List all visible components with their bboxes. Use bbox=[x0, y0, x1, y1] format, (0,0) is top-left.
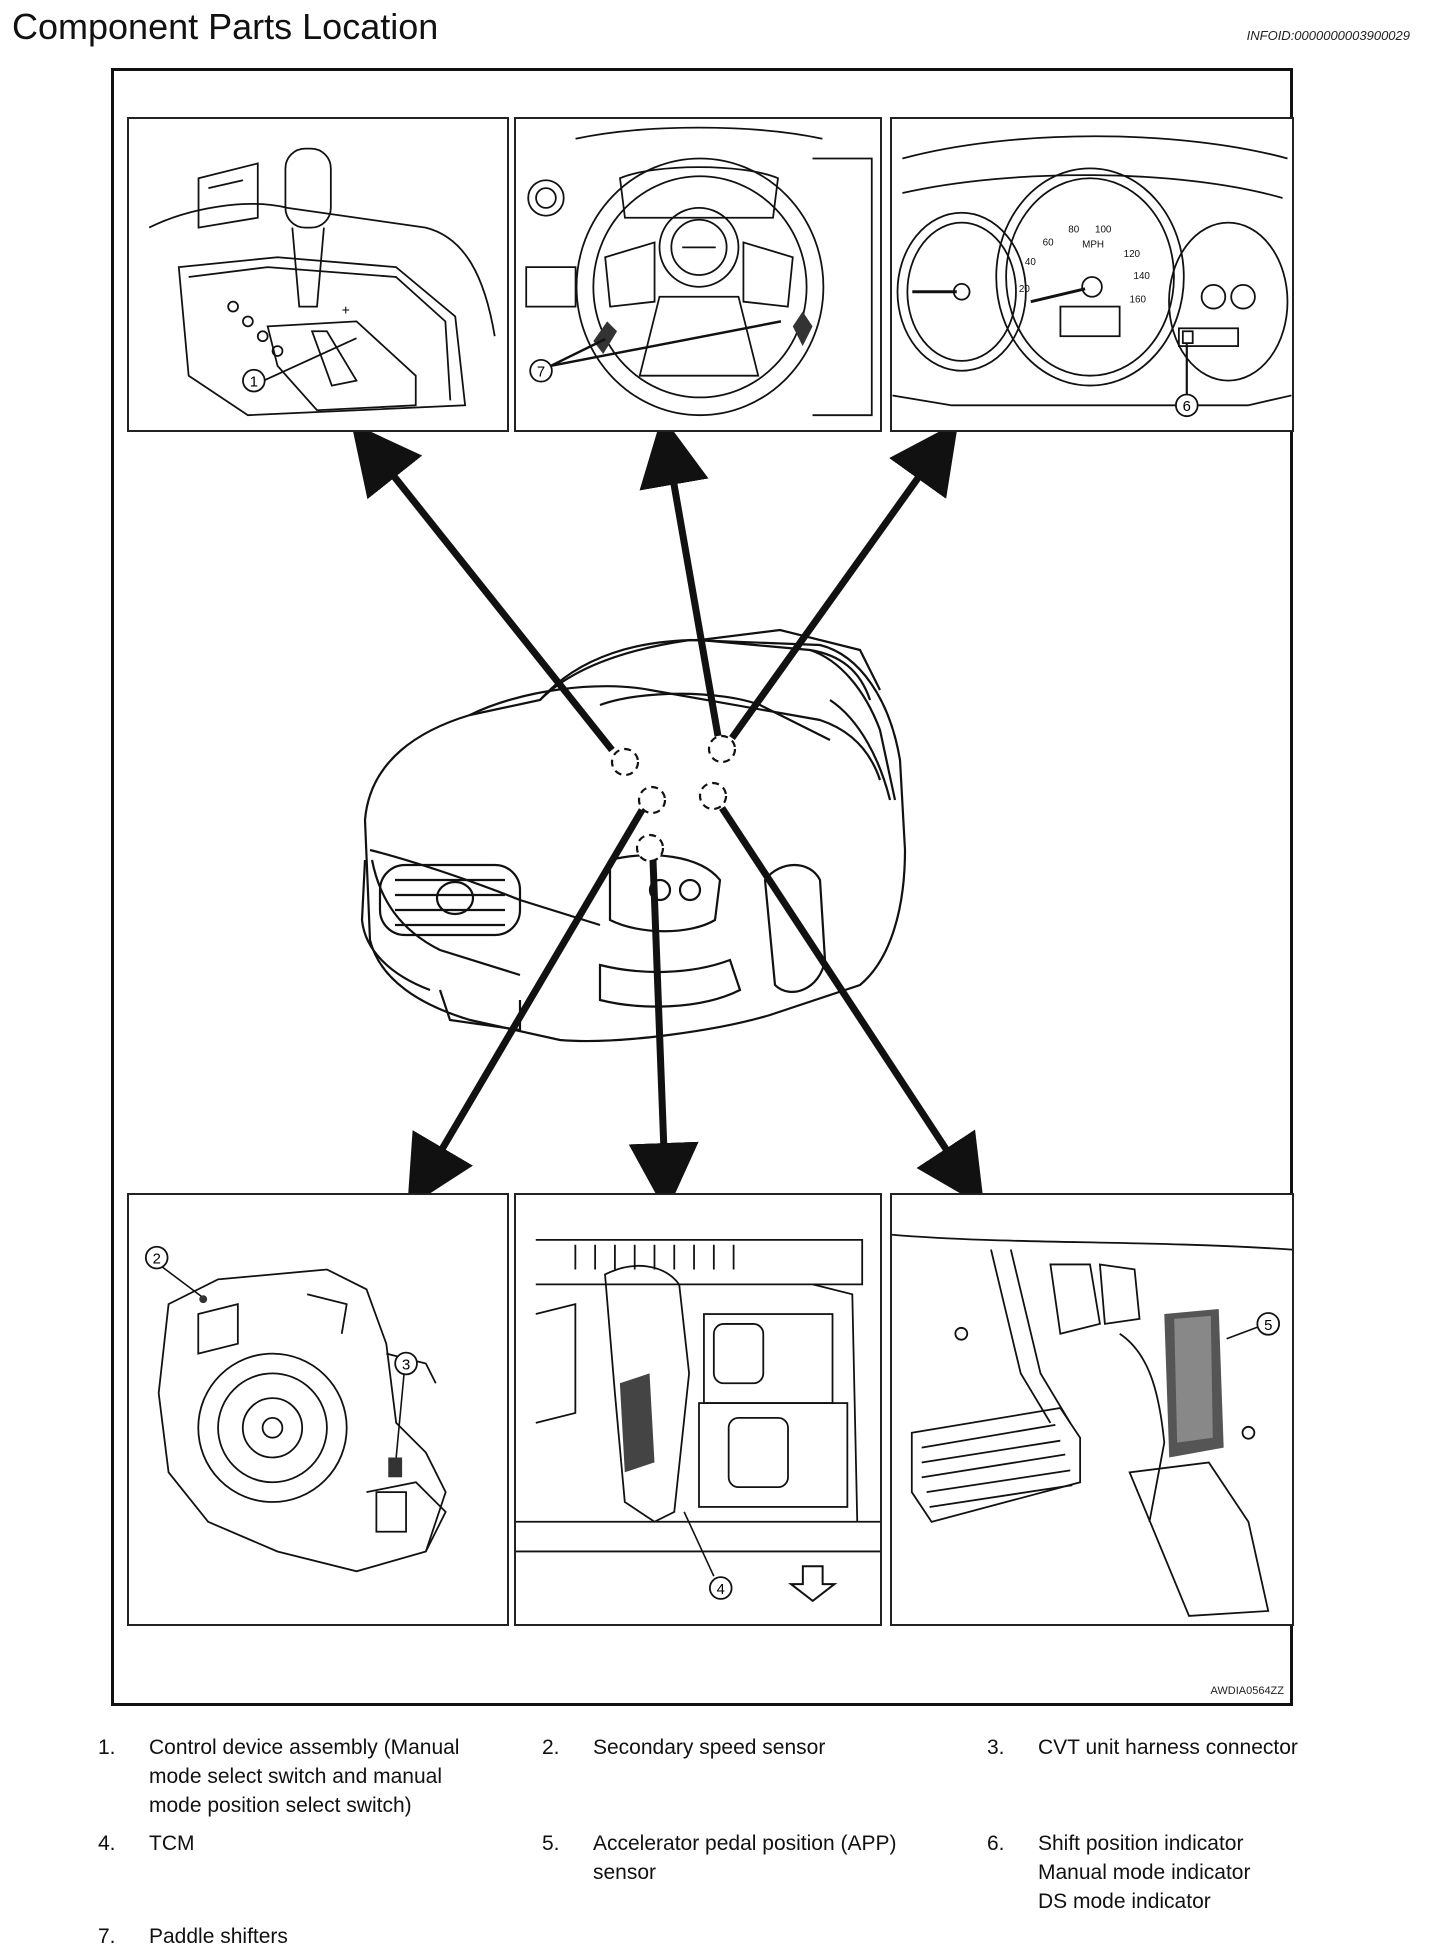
legend-text: CVT unit harness connector bbox=[1038, 1733, 1298, 1762]
arrow-to-tcm-panel bbox=[628, 859, 699, 1213]
legend-line: mode position select switch) bbox=[149, 1794, 412, 1817]
legend-item-3: 3. CVT unit harness connector bbox=[987, 1733, 1407, 1763]
legend-number: 1. bbox=[98, 1736, 116, 1759]
panel-control-device: + 1 bbox=[127, 117, 509, 432]
speed-unit: MPH bbox=[1082, 239, 1104, 250]
arrow-to-meter-panel bbox=[729, 421, 959, 741]
legend-number: 3. bbox=[987, 1736, 1005, 1759]
legend-line: CVT unit harness connector bbox=[1038, 1736, 1298, 1759]
callout-7: 7 bbox=[537, 365, 545, 381]
pedal-illustration: 5 bbox=[892, 1233, 1292, 1617]
legend-item-5: 5. Accelerator pedal position (APP) sens… bbox=[542, 1829, 962, 1889]
callout-3: 3 bbox=[402, 1357, 410, 1373]
legend-item-6: 6. Shift position indicator Manual mode … bbox=[987, 1829, 1407, 1919]
legend-item-1: 1. Control device assembly (Manual mode … bbox=[98, 1733, 518, 1823]
legend-line: TCM bbox=[149, 1832, 195, 1855]
legend-line: Accelerator pedal position (APP) bbox=[593, 1832, 897, 1855]
callout-2: 2 bbox=[153, 1252, 161, 1268]
panel-transmission: 2 3 bbox=[127, 1193, 509, 1626]
speed-tick-140: 140 bbox=[1133, 271, 1150, 282]
legend-item-2: 2. Secondary speed sensor bbox=[542, 1733, 952, 1763]
legend-number: 4. bbox=[98, 1832, 116, 1855]
location-marker-paddle bbox=[707, 734, 737, 764]
legend-text: Control device assembly (Manual mode sel… bbox=[149, 1733, 459, 1820]
legend-item-4: 4. TCM bbox=[98, 1829, 518, 1859]
component-location-markers bbox=[610, 734, 737, 863]
speed-tick-40: 40 bbox=[1025, 257, 1036, 268]
legend-line: Secondary speed sensor bbox=[593, 1736, 826, 1759]
tcm-illustration: 4 bbox=[516, 1238, 880, 1603]
transmission-illustration: 2 3 bbox=[144, 1245, 447, 1573]
panel-tcm: 4 bbox=[514, 1193, 882, 1626]
legend-line: DS mode indicator bbox=[1038, 1890, 1211, 1913]
speed-tick-100: 100 bbox=[1095, 225, 1112, 236]
arrow-to-transmission-panel bbox=[407, 808, 646, 1209]
legend-text: Secondary speed sensor bbox=[593, 1733, 825, 1762]
speed-tick-120: 120 bbox=[1124, 249, 1141, 260]
callout-6: 6 bbox=[1183, 399, 1191, 415]
legend-line: Manual mode indicator bbox=[1038, 1861, 1251, 1884]
legend-line: mode select switch and manual bbox=[149, 1765, 442, 1788]
callout-1: 1 bbox=[250, 375, 258, 391]
speed-tick-80: 80 bbox=[1068, 225, 1079, 236]
diagram-frame: AWDIA0564ZZ bbox=[111, 68, 1293, 1706]
legend-number: 7. bbox=[98, 1925, 116, 1948]
shift-plus-label: + bbox=[342, 301, 350, 317]
figure-code: AWDIA0564ZZ bbox=[1210, 1685, 1284, 1697]
panel-combination-meter: 20 40 60 80 100 120 140 160 MPH 6 bbox=[890, 117, 1294, 432]
legend-item-7: 7. Paddle shifters bbox=[98, 1922, 518, 1952]
legend-line: Shift position indicator bbox=[1038, 1832, 1244, 1855]
location-marker-pedal bbox=[698, 781, 728, 811]
car-illustration bbox=[360, 628, 907, 1043]
arrow-to-shifter-panel bbox=[351, 422, 615, 753]
speed-tick-20: 20 bbox=[1019, 284, 1030, 295]
location-marker-shifter bbox=[610, 747, 640, 777]
speed-tick-160: 160 bbox=[1130, 295, 1147, 306]
callout-arrows bbox=[351, 415, 985, 1213]
legend-text: TCM bbox=[149, 1829, 195, 1858]
legend-number: 6. bbox=[987, 1832, 1005, 1855]
page-title: Component Parts Location bbox=[12, 6, 439, 47]
callout-5: 5 bbox=[1264, 1318, 1272, 1334]
steering-wheel-illustration: 7 bbox=[525, 126, 873, 417]
legend-number: 2. bbox=[542, 1736, 560, 1759]
location-marker-transmission bbox=[637, 785, 667, 815]
legend-line: Control device assembly (Manual bbox=[149, 1736, 460, 1759]
arrow-to-steering-panel bbox=[639, 415, 722, 737]
arrow-to-pedal-panel bbox=[719, 806, 985, 1208]
legend-text: Shift position indicator Manual mode ind… bbox=[1038, 1829, 1250, 1916]
legend-number: 5. bbox=[542, 1832, 560, 1855]
legend-text: Paddle shifters bbox=[149, 1922, 288, 1951]
meter-illustration: 20 40 60 80 100 120 140 160 MPH 6 bbox=[892, 135, 1292, 418]
panel-accelerator-pedal: 5 bbox=[890, 1193, 1294, 1626]
callout-4: 4 bbox=[717, 1582, 725, 1598]
car-overview-diagram bbox=[351, 415, 985, 1213]
speed-tick-60: 60 bbox=[1043, 237, 1054, 248]
legend-line: Paddle shifters bbox=[149, 1925, 288, 1948]
location-marker-tcm bbox=[635, 833, 665, 863]
info-id: INFOID:0000000003900029 bbox=[1246, 28, 1410, 43]
panel-steering-wheel: 7 bbox=[514, 117, 882, 432]
shifter-illustration: + 1 bbox=[148, 147, 496, 417]
legend-text: Accelerator pedal position (APP) sensor bbox=[593, 1829, 897, 1887]
legend-line: sensor bbox=[593, 1861, 657, 1884]
